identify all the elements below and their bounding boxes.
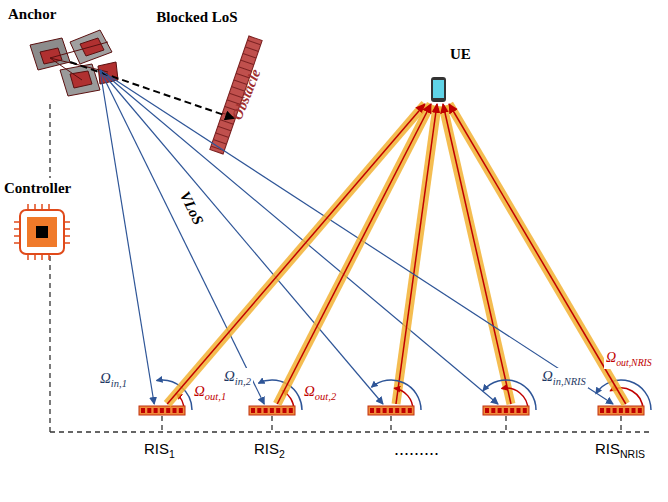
- node-group: RIS1: [136, 404, 188, 466]
- reflected-beam: [396, 104, 511, 404]
- annotation-label: Ωin,2: [222, 368, 253, 388]
- node-label: Obstacle: [229, 67, 265, 123]
- node-label: Controller: [4, 180, 71, 197]
- node-label: Anchor: [8, 6, 56, 23]
- connector: [277, 104, 431, 404]
- node-group: Obstacle: [200, 30, 285, 160]
- node-group: Controller: [4, 180, 114, 264]
- connector: [100, 70, 613, 404]
- annotation-label: Ωout,2: [302, 383, 338, 403]
- ris-arrays: [139, 406, 644, 415]
- connector: [70, 62, 234, 118]
- ue-phone: [431, 77, 446, 102]
- controller-chip: [14, 204, 70, 260]
- node-label: RIS2: [254, 440, 285, 460]
- node-group: RISNRIS: [585, 404, 665, 466]
- connector: [449, 104, 626, 404]
- annotation-label: Ωout,NRIS: [604, 350, 654, 369]
- node-label: RIS1: [144, 440, 175, 460]
- node-group: UE: [420, 46, 475, 104]
- connector: [100, 70, 154, 404]
- annotation-label: Ωin,1: [98, 370, 129, 390]
- annotation-label: VLoS: [176, 187, 208, 229]
- node-group: RIS2: [246, 404, 298, 466]
- annotation-label: Ωin,NRIS: [540, 368, 588, 388]
- annotation-label: Blocked LoS: [150, 6, 244, 28]
- vlos-line: [100, 70, 498, 404]
- node-label: RISNRIS: [595, 440, 645, 460]
- node-group: Anchor: [8, 6, 123, 106]
- node-label: UE: [450, 46, 471, 63]
- annotation-label: .........: [392, 440, 441, 460]
